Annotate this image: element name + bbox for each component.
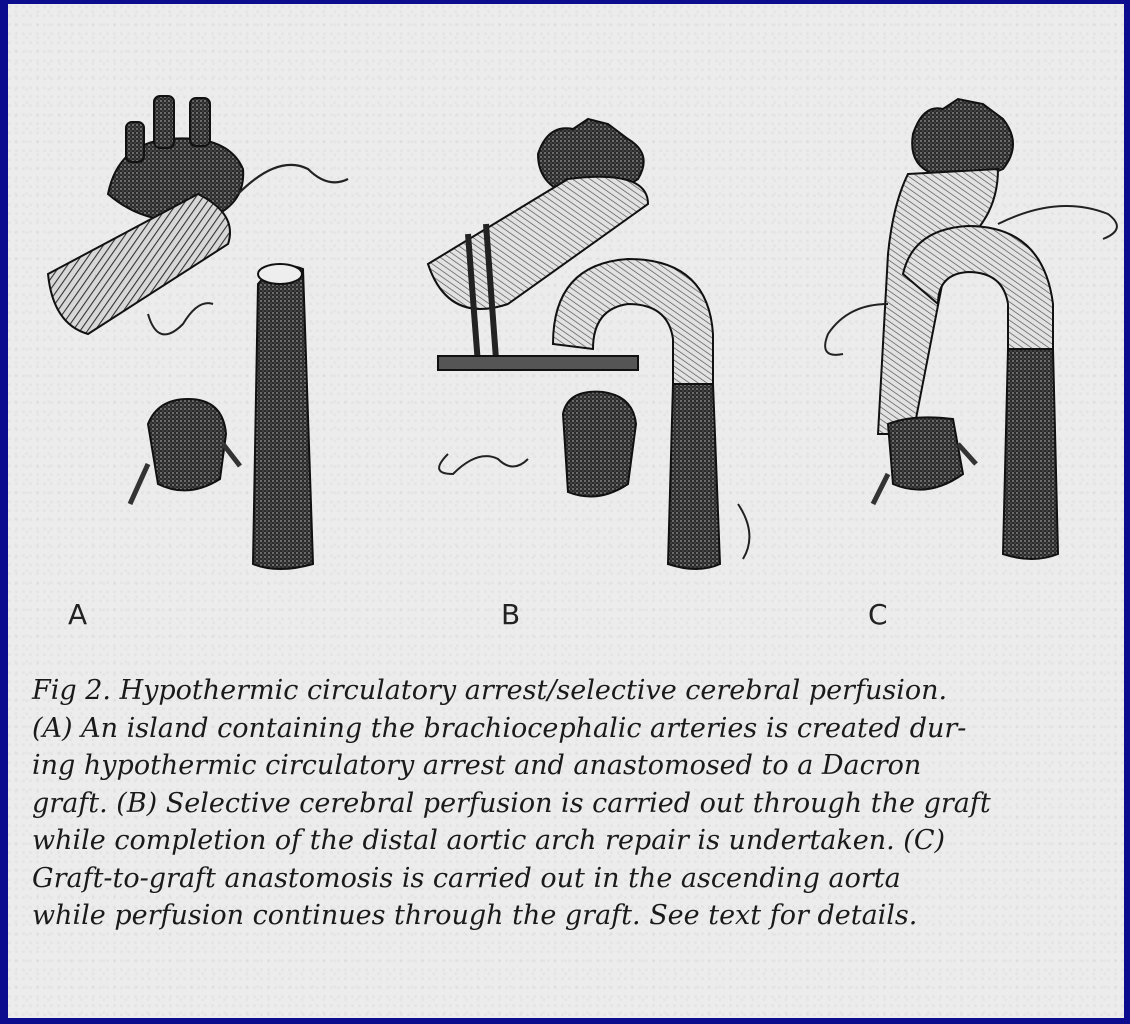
scanned-page: A B C Fig 2. Hypothermic circulatory arr…: [8, 4, 1124, 1018]
brachiocephalic-island: [108, 96, 243, 221]
aorta-segment-a: [253, 266, 313, 569]
panel-label-a: A: [68, 598, 87, 631]
caption-line: (A) An island containing the brachioceph…: [32, 710, 1112, 748]
panel-label-b: B: [501, 598, 520, 631]
caption-line: Graft-to-graft anastomosis is carried ou…: [32, 860, 1112, 898]
dacron-graft-a: [48, 194, 230, 334]
caption-line: while completion of the distal aortic ar…: [32, 822, 1112, 860]
vascular-clamp-b: [438, 356, 638, 370]
illustration-svg: [8, 4, 1124, 644]
caption-line: ing hypothermic circulatory arrest and a…: [32, 747, 1112, 785]
figure-caption: Fig 2. Hypothermic circulatory arrest/se…: [32, 672, 1112, 935]
aortic-stump-a: [148, 399, 226, 490]
descending-aorta-c: [1003, 349, 1058, 559]
panel-a-drawing: [48, 96, 348, 569]
caption-line: while perfusion continues through the gr…: [32, 897, 1112, 935]
panel-label-c: C: [868, 598, 888, 631]
surgical-illustration-figure: A B C: [8, 4, 1124, 644]
panel-c-drawing: [825, 99, 1117, 559]
descending-aorta-b: [668, 384, 720, 569]
caption-line: Fig 2. Hypothermic circulatory arrest/se…: [32, 672, 1112, 710]
panel-b-drawing: [428, 119, 749, 569]
caption-line: graft. (B) Selective cerebral perfusion …: [32, 785, 1112, 823]
